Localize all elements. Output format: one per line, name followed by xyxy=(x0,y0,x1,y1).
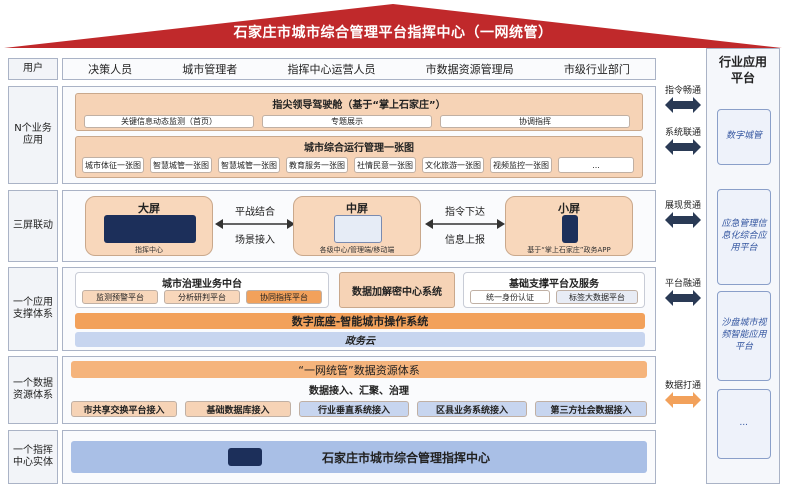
data-resource-sub: 数据接入、汇聚、治理 xyxy=(309,386,409,397)
double-arrow-icon xyxy=(665,139,701,155)
arrow2-bottom-label: 信息上报 xyxy=(445,235,485,246)
mid-screen-box: 中屏 各级中心/管理端/移动端 xyxy=(293,196,421,256)
command-center-title: 石家庄市城市综合管理指挥中心 xyxy=(321,450,490,465)
arrow-label: 指令畅通 xyxy=(664,86,701,96)
leader-cockpit-title: 指尖领导驾驶舱（基于“掌上石家庄”） xyxy=(272,100,446,111)
user-item: 决策人员 xyxy=(88,63,133,76)
command-center-icon xyxy=(227,448,262,466)
big-screen-box: 大屏 指挥中心 xyxy=(85,196,213,256)
gov-platform-box: 城市治理业务中台 监测预警平台 分析研判平台 协同指挥平台 xyxy=(75,272,329,308)
big-screen-image xyxy=(104,215,196,243)
industry-platform-title: 行业应用平台 xyxy=(718,55,767,85)
arrow1-top-label: 平战结合 xyxy=(235,207,275,218)
digital-os-bar: 数字底座-智能城市操作系统 xyxy=(75,313,645,329)
row-label-support: 一个应用支撑体系 xyxy=(8,267,58,351)
big-screen-sub: 指挥中心 xyxy=(135,246,163,254)
data-source-item: 行业垂直系统接入 xyxy=(299,401,409,417)
small-screen-sub: 基于“掌上石家庄”政务APP xyxy=(527,246,611,254)
arrow2-top-label: 指令下达 xyxy=(445,207,485,218)
leader-item: 关键信息动态监测（首页） xyxy=(84,115,254,128)
industry-item: 数字城管 xyxy=(717,109,771,165)
gov-cloud-bar: 政务云 xyxy=(75,332,645,347)
data-source-item: 第三方社会数据接入 xyxy=(535,401,647,417)
crypto-center-box: 数据加解密中心系统 xyxy=(339,272,455,308)
row-label-entity: 一个指挥中心实体 xyxy=(8,430,58,484)
page-title: 石家庄市城市综合管理平台指挥中心（一网统管） xyxy=(233,25,553,41)
gov-platform-title: 城市治理业务中台 xyxy=(162,279,242,290)
city-map-item: 教育服务一张图 xyxy=(286,157,348,173)
base-item: 标签大数据平台 xyxy=(556,290,638,304)
row-label-users: 用户 xyxy=(8,58,58,80)
city-map-item: 视频监控一张图 xyxy=(490,157,552,173)
double-arrow-icon xyxy=(665,212,701,228)
double-arrow-icon xyxy=(665,392,701,408)
mid-screen-sub: 各级中心/管理端/移动端 xyxy=(319,246,395,254)
city-map-item: ... xyxy=(558,157,634,173)
gov-item: 分析研判平台 xyxy=(164,290,240,304)
gov-item: 监测预警平台 xyxy=(82,290,158,304)
base-support-title: 基础支撑平台及服务 xyxy=(509,279,599,290)
arrow-label: 系统联通 xyxy=(664,128,701,138)
leader-item: 专题展示 xyxy=(262,115,432,128)
city-map-item: 社情民意一张图 xyxy=(354,157,416,173)
city-map-title: 城市综合运行管理一张图 xyxy=(304,143,414,154)
arrow1-bottom-label: 场景接入 xyxy=(235,235,275,246)
city-map-item: 城市体征一张图 xyxy=(82,157,144,173)
mid-screen-title: 中屏 xyxy=(346,202,368,215)
double-arrow-icon xyxy=(425,219,505,229)
users-panel: 决策人员 城市管理者 指挥中心运营人员 市数据资源管理局 市级行业部门 xyxy=(62,58,656,80)
screens-panel: 大屏 指挥中心 平战结合 场景接入 中屏 各级中心/管理端/移动端 指令下达 信… xyxy=(62,190,656,262)
arrow-label: 数据打通 xyxy=(664,381,701,391)
user-item: 市数据资源管理局 xyxy=(425,63,514,76)
apps-panel: 指尖领导驾驶舱（基于“掌上石家庄”） 关键信息动态监测（首页） 专题展示 协调指… xyxy=(62,86,656,184)
data-resource-title: “一网统管”数据资源体系 xyxy=(71,361,647,378)
data-source-item: 基础数据库接入 xyxy=(185,401,291,417)
city-map-box: 城市综合运行管理一张图 城市体征一张图 智慧城管一张图 智慧城管一张图 教育服务… xyxy=(75,136,643,178)
industry-item: 应急管理信息化综合应用平台 xyxy=(717,189,771,285)
user-item: 指挥中心运营人员 xyxy=(287,63,376,76)
support-panel: 城市治理业务中台 监测预警平台 分析研判平台 协同指挥平台 数据加解密中心系统 … xyxy=(62,267,656,351)
big-screen-title: 大屏 xyxy=(138,202,160,215)
roof xyxy=(4,4,782,48)
double-arrow-icon xyxy=(665,290,701,306)
city-map-item: 智慧城管一张图 xyxy=(150,157,212,173)
mid-screen-image xyxy=(334,215,382,243)
leader-cockpit-box: 指尖领导驾驶舱（基于“掌上石家庄”） 关键信息动态监测（首页） 专题展示 协调指… xyxy=(75,93,643,131)
command-center-bar: 石家庄市城市综合管理指挥中心 xyxy=(71,441,647,473)
base-item: 统一身份认证 xyxy=(470,290,550,304)
industry-platform-column: 行业应用平台 数字城管 应急管理信息化综合应用平台 沙盘城市视频智能应用平台 .… xyxy=(706,48,780,484)
row-label-apps: N个业务应用 xyxy=(8,86,58,184)
industry-item: ... xyxy=(717,389,771,459)
entity-panel: 石家庄市城市综合管理指挥中心 xyxy=(62,430,656,484)
city-map-item: 智慧城管一张图 xyxy=(218,157,280,173)
user-item: 城市管理者 xyxy=(182,63,238,76)
arrow-label: 展现贯通 xyxy=(664,201,701,211)
data-panel: “一网统管”数据资源体系 数据接入、汇聚、治理 市共享交换平台接入 基础数据库接… xyxy=(62,356,656,424)
row-label-screens: 三屏联动 xyxy=(8,190,58,262)
user-item: 市级行业部门 xyxy=(563,63,630,76)
gov-item: 协同指挥平台 xyxy=(246,290,322,304)
arrow-label: 平台融通 xyxy=(664,279,701,289)
double-arrow-icon xyxy=(665,97,701,113)
base-support-box: 基础支撑平台及服务 统一身份认证 标签大数据平台 xyxy=(463,272,645,308)
industry-item: 沙盘城市视频智能应用平台 xyxy=(717,291,771,381)
data-source-item: 区县业务系统接入 xyxy=(417,401,527,417)
city-map-item: 文化旅游一张图 xyxy=(422,157,484,173)
small-screen-box: 小屏 基于“掌上石家庄”政务APP xyxy=(505,196,633,256)
row-label-data: 一个数据资源体系 xyxy=(8,356,58,424)
double-arrow-icon xyxy=(215,219,295,229)
leader-item: 协调指挥 xyxy=(440,115,630,128)
small-screen-title: 小屏 xyxy=(558,202,580,215)
data-source-item: 市共享交换平台接入 xyxy=(71,401,177,417)
phone-icon xyxy=(562,215,578,243)
